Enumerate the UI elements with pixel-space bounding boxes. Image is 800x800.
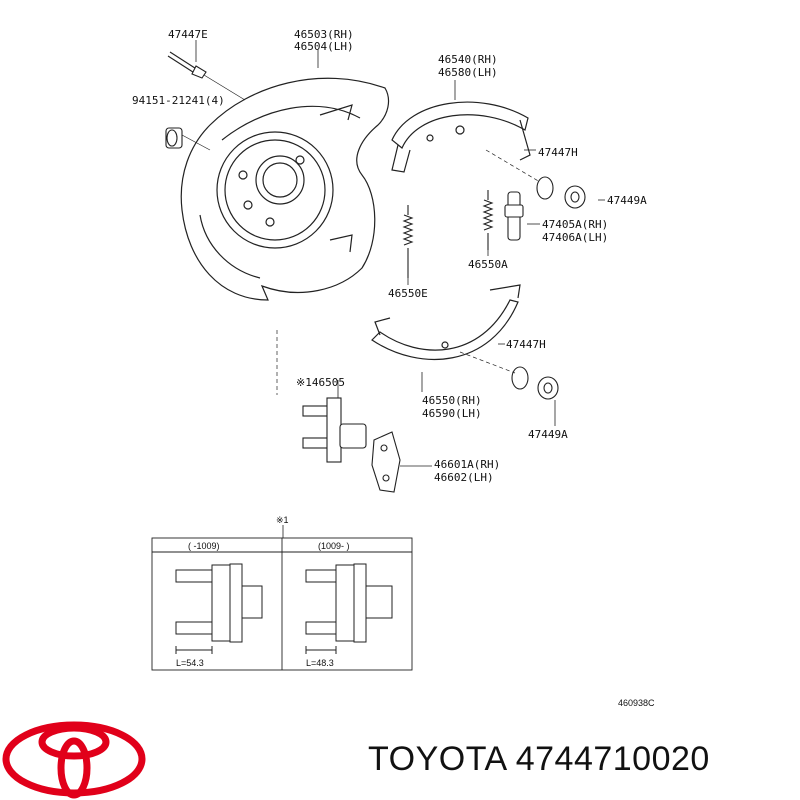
bellcrank-46601a	[371, 431, 401, 493]
label-47447h-bottom: 47447H	[506, 338, 546, 351]
detail-right-range: (1009- )	[318, 541, 350, 551]
upper-brake-shoe	[391, 101, 531, 173]
detail-left-length: L=54.3	[176, 658, 204, 668]
backing-plate	[180, 77, 390, 301]
label-46580: 46580(LH)	[438, 66, 498, 79]
leader-lines	[195, 40, 605, 538]
figure-code: 460938C	[618, 698, 655, 708]
ref-mark: ※1	[276, 515, 289, 525]
label-46601a: 46601A(RH)	[434, 458, 500, 471]
detail-box	[151, 537, 413, 671]
label-47449a-top: 47449A	[607, 194, 647, 207]
detail-right-bolt	[305, 563, 393, 654]
hub-bolts-46505	[276, 330, 367, 463]
label-47449a-bottom: 47449A	[528, 428, 568, 441]
spring-46550e	[402, 205, 414, 278]
detail-right-length: L=48.3	[306, 658, 334, 668]
label-46540: 46540(RH)	[438, 53, 498, 66]
nut-94151	[165, 127, 211, 151]
label-46504: 46504(LH)	[294, 40, 354, 53]
label-46550e: 46550E	[388, 287, 428, 300]
upper-pin-cup	[485, 149, 586, 209]
bolt-47447e	[167, 51, 246, 101]
label-47406a: 47406A(LH)	[542, 231, 608, 244]
label-46503: 46503(RH)	[294, 28, 354, 41]
label-94151: 94151-21241(4)	[132, 94, 225, 107]
brand-part-number: TOYOTA 4744710020	[368, 740, 710, 778]
label-46505: ※146505	[296, 376, 345, 389]
label-46550: 46550(RH)	[422, 394, 482, 407]
label-46550a: 46550A	[468, 258, 508, 271]
label-47405a: 47405A(RH)	[542, 218, 608, 231]
detail-left-bolt	[175, 563, 263, 654]
lower-brake-shoe	[371, 284, 521, 361]
lower-pin-cup	[459, 351, 559, 400]
toyota-logo	[2, 721, 146, 799]
label-46590: 46590(LH)	[422, 407, 482, 420]
label-47447e: 47447E	[168, 28, 208, 41]
detail-left-range: ( -1009)	[188, 541, 220, 551]
spring-46550a	[482, 190, 494, 250]
label-46602: 46602(LH)	[434, 471, 494, 484]
callout-labels: 47447E 46503(RH) 46504(LH) 94151-21241(4…	[132, 28, 647, 525]
label-47447h-top: 47447H	[538, 146, 578, 159]
adjuster-47405a	[504, 191, 524, 241]
